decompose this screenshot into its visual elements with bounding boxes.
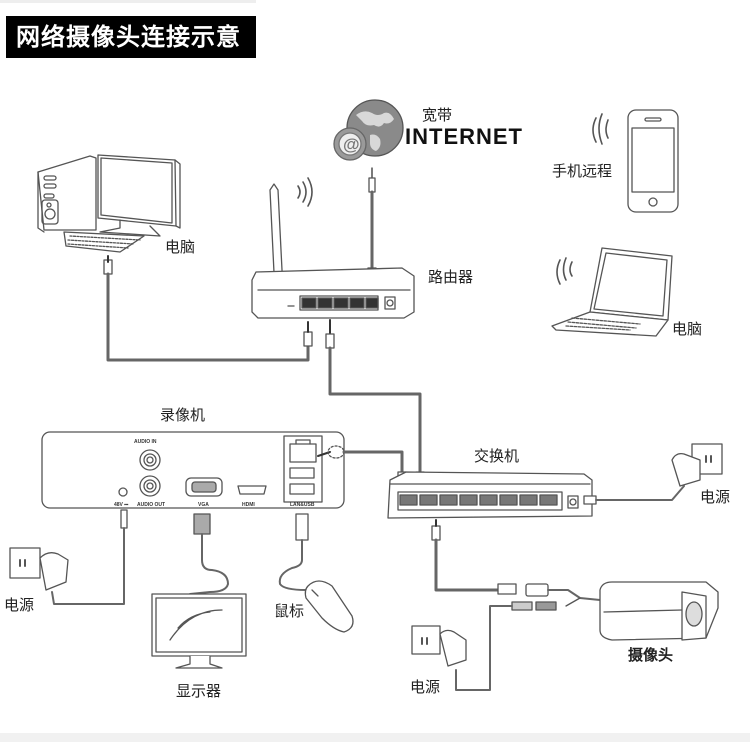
laptop-icon <box>551 247 673 337</box>
desktop-pc-icon <box>37 154 181 253</box>
nvr-dc-label: 48V ⎓ <box>114 502 128 508</box>
internet-label: INTERNET <box>405 124 523 149</box>
power-adapter-icon <box>671 443 723 487</box>
footer-bar <box>0 733 750 742</box>
nvr-vga-label: VGA <box>198 502 209 508</box>
nvr-audio-in-label: AUDIO IN <box>134 439 157 445</box>
switch-power-label: 电源 <box>700 488 731 506</box>
nvr-recorder-icon: AUDIO IN AUDIO OUT 48V ⎓ VGA HDMI LAN&US… <box>41 431 345 509</box>
broadband-label: 宽带 <box>422 106 453 124</box>
camera-label: 摄像头 <box>628 646 674 664</box>
page-title: 网络摄像头连接示意图 <box>6 16 256 93</box>
camera-power-label: 电源 <box>410 678 441 696</box>
svg-text:@: @ <box>343 135 360 154</box>
nvr-power-label: 电源 <box>4 596 35 614</box>
router-label: 路由器 <box>428 268 474 286</box>
cable-usb-mouse <box>278 513 315 591</box>
nvr-hdmi-label: HDMI <box>242 502 255 508</box>
switch-label: 交换机 <box>474 447 520 465</box>
network-switch-icon <box>387 471 597 519</box>
nvr-lan-usb-label: LAN&USB <box>290 502 315 508</box>
phone-remote-label: 手机远程 <box>552 162 613 180</box>
smartphone-icon <box>592 109 679 213</box>
mouse-label: 鼠标 <box>274 602 305 620</box>
monitor-icon <box>151 593 247 669</box>
power-adapter-icon <box>9 547 69 591</box>
internet-globe-icon: @ <box>333 99 404 161</box>
cable-vga-monitor <box>189 513 229 595</box>
nvr-audio-out-label: AUDIO OUT <box>137 502 165 508</box>
laptop-label: 电脑 <box>672 320 703 338</box>
mouse-icon <box>304 580 354 633</box>
cable-switch-camera <box>431 519 601 691</box>
cable-nvr-power <box>51 509 128 605</box>
router-icon <box>251 177 415 319</box>
monitor-label: 显示器 <box>176 682 222 700</box>
cable-switch-power <box>595 485 685 501</box>
pc-label: 电脑 <box>165 238 196 256</box>
nvr-label: 录像机 <box>160 406 206 424</box>
power-adapter-icon <box>411 625 467 667</box>
cable-router-switch <box>325 319 422 478</box>
cable-pc-router <box>103 255 313 362</box>
bullet-camera-icon <box>599 581 719 641</box>
top-divider <box>0 0 256 3</box>
